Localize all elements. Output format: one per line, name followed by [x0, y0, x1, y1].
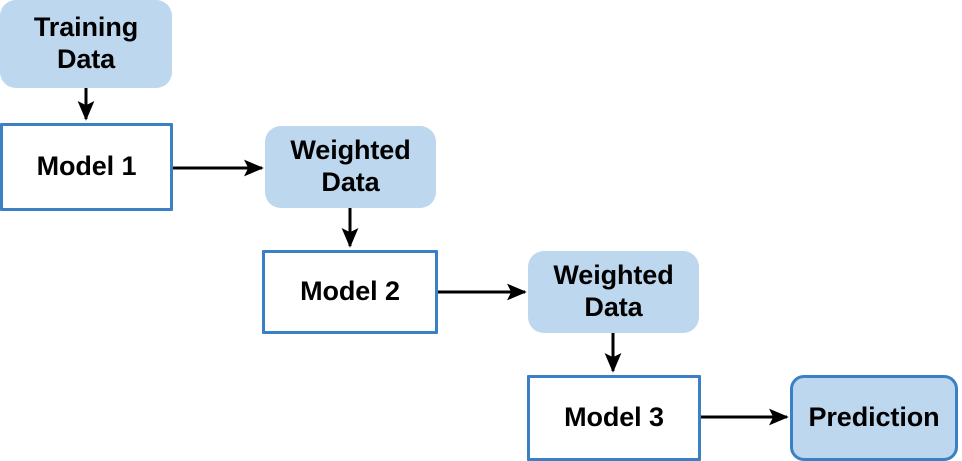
- node-model-1[interactable]: Model 1: [0, 123, 173, 211]
- node-model-3[interactable]: Model 3: [527, 375, 701, 461]
- node-prediction[interactable]: Prediction: [790, 375, 958, 461]
- node-model-2[interactable]: Model 2: [262, 250, 438, 334]
- node-weighted-data-2[interactable]: Weighted Data: [528, 251, 699, 333]
- node-training-data[interactable]: Training Data: [0, 0, 172, 88]
- node-weighted-data-1[interactable]: Weighted Data: [265, 126, 436, 208]
